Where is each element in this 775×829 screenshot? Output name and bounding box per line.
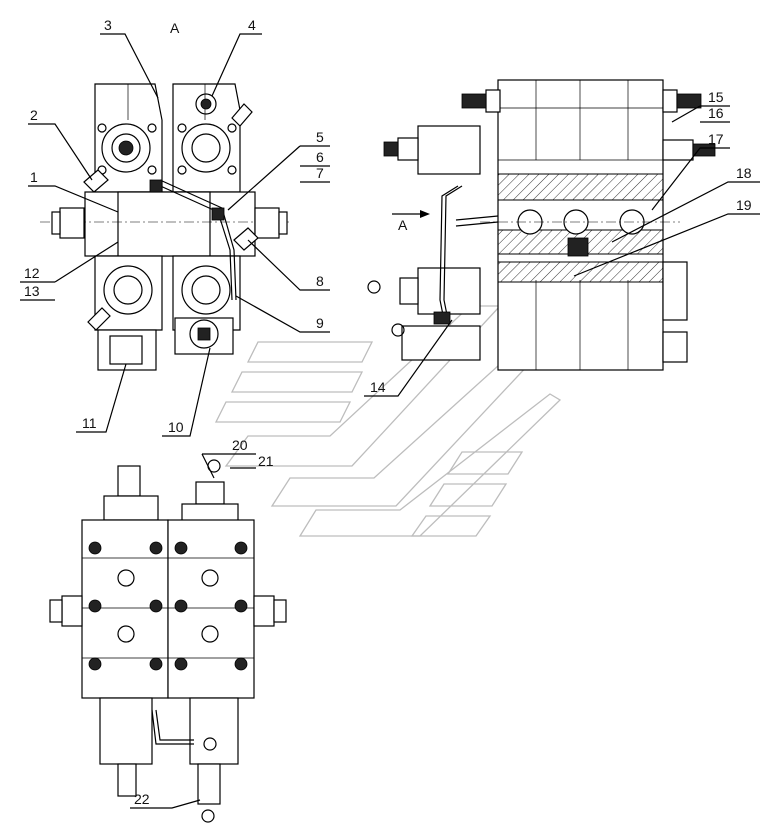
callout-15: 15: [708, 89, 724, 105]
callout-12: 12: [24, 265, 40, 281]
callout-19: 19: [736, 197, 752, 213]
view-mark-arrow: A: [398, 217, 408, 233]
view-mark-top: A: [170, 20, 180, 36]
callout-4: 4: [248, 17, 256, 33]
view-marks: A A: [170, 20, 408, 233]
callout-2: 2: [30, 107, 38, 123]
callout-9: 9: [316, 315, 324, 331]
callout-20: 20: [232, 437, 248, 453]
callout-10: 10: [168, 419, 184, 435]
callout-22: 22: [134, 791, 150, 807]
callout-8: 8: [316, 273, 324, 289]
callout-17: 17: [708, 131, 724, 147]
callout-1: 1: [30, 169, 38, 185]
callout-labels: 1 2 3 4 5 6 7 8 9 10 11 12 13 14 15 16 1…: [24, 17, 752, 807]
callout-3: 3: [104, 17, 112, 33]
bottom-left-view: [49, 459, 287, 823]
callout-7: 7: [316, 165, 324, 181]
top-left-view: [40, 83, 292, 371]
callout-11: 11: [82, 415, 97, 431]
leader-lines: [20, 33, 760, 809]
callout-14: 14: [370, 379, 386, 395]
right-section-view: [367, 79, 716, 371]
callout-21: 21: [258, 453, 274, 469]
callout-13: 13: [24, 283, 40, 299]
callout-5: 5: [316, 129, 324, 145]
callout-18: 18: [736, 165, 752, 181]
callout-6: 6: [316, 149, 324, 165]
callout-16: 16: [708, 105, 724, 121]
